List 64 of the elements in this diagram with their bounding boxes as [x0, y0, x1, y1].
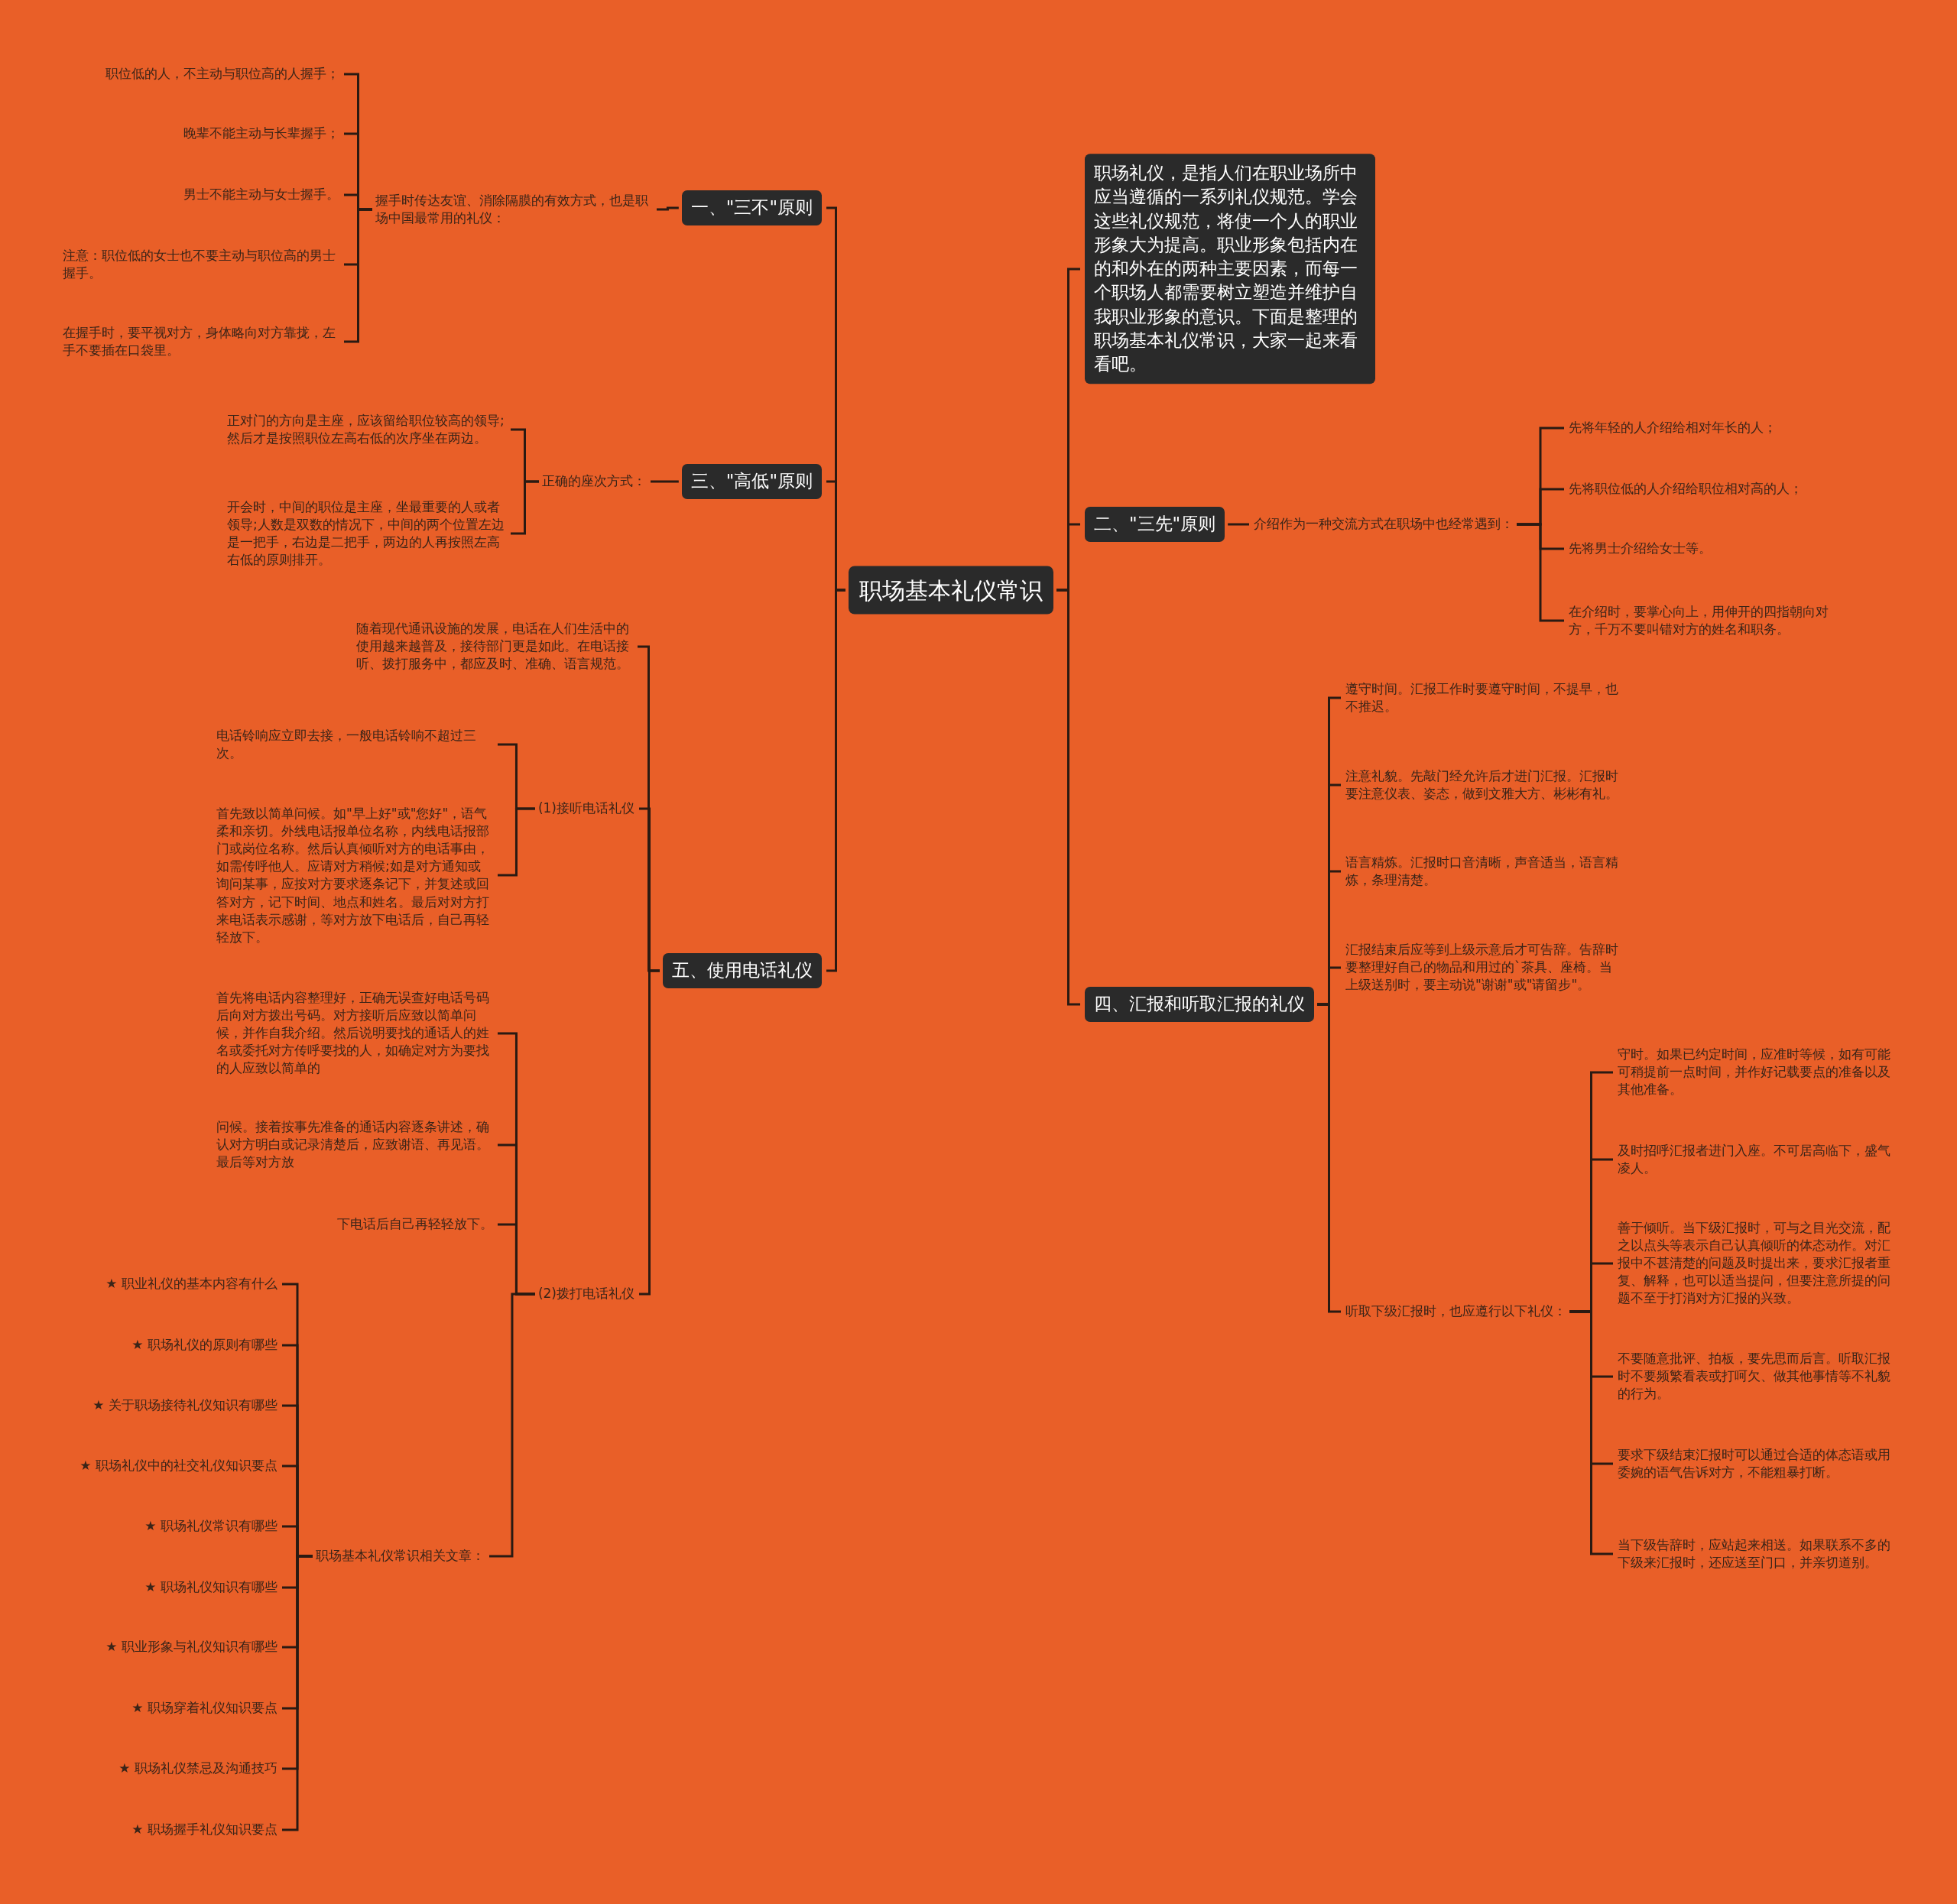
branch-text: 在握手时，要平视对方，身体略向对方靠拢，左手不要插在口袋里。	[63, 323, 339, 360]
connector-line	[511, 480, 539, 535]
topic-box: 五、使用电话礼仪	[663, 953, 822, 988]
branch-text: ★ 职业礼仪的基本内容有什么	[105, 1275, 277, 1293]
branch-text: 首先将电话内容整理好，正确无误查好电话号码后向对方拨出号码。对方接听后应致以简单问候，并作自我介绍。然后说明要找的通话人的姓名或委托对方传呼要找的人，如确定对方为要找的人应致以简单的	[216, 989, 493, 1078]
branch-text: 注意：职位低的女士也不要主动与职位高的男士握手。	[63, 246, 339, 283]
branch-text: 问候。接着按事先准备的通话内容逐条讲述，确认对方明白或记录清楚后，应致谢语、再见语。最后等对方放	[216, 1118, 493, 1172]
central-topic-box: 职场基本礼仪常识	[849, 566, 1053, 615]
connector-line	[826, 589, 845, 972]
branch-text: 在介绍时，要掌心向上，用伸开的四指朝向对方，千万不要叫错对方的姓名和职务。	[1569, 602, 1852, 639]
connector-line	[1228, 523, 1249, 526]
branch-text: ★ 职场握手礼仪知识要点	[131, 1821, 277, 1839]
branch-text: 汇报结束后应等到上级示意后才可告辞。告辞时要整理好自己的物品和用过的`茶具、座椅。当上级送别时，要主动说"谢谢"或"请留步"。	[1345, 941, 1624, 994]
branch-text: ★ 职场礼仪知识有哪些	[144, 1578, 277, 1597]
branch-text: 随着现代通讯设施的发展，电话在人们生活中的使用越来越普及，接待部门更是如此。在电话接听、拨打服务中，都应及时、准确、语言规范。	[356, 620, 633, 673]
branch-text: ★ 职场礼仪常识有哪些	[144, 1517, 277, 1536]
branch-text: 握手时传达友谊、消除隔膜的有效方式，也是职场中国最常用的礼仪：	[375, 191, 652, 228]
connector-line	[1056, 589, 1080, 1006]
branch-text: 晚辈不能主动与长辈握手；	[183, 125, 339, 143]
intro-text-box: 职场礼仪，是指人们在职业场所中应当遵循的一系列礼仪规范。学会这些礼仪规范，将使一个人的职业形象大为提高。职业形象包括内在的和外在的两种主要因素，而每一个职场人都需要树立塑造并维护自我职业形象的意识。下面是整理的职场基本礼仪常识，大家一起来看看吧。	[1085, 154, 1375, 384]
connector-line	[1317, 1003, 1341, 1313]
branch-text: ★ 职场穿着礼仪知识要点	[131, 1699, 277, 1717]
branch-text: (1)接听电话礼仪	[537, 800, 634, 818]
branch-text: 要求下级结束汇报时可以通过合适的体态语或用委婉的语气告诉对方，不能粗暴打断。	[1618, 1445, 1897, 1482]
branch-text: 当下级告辞时，应站起来相送。如果联系不多的下级来汇报时，还应送至门口，并亲切道别。	[1618, 1536, 1897, 1572]
branch-text: 善于倾听。当下级汇报时，可与之目光交流，配之以点头等表示自己认真倾听的体态动作。对汇报中不甚清楚的问题及时提出来，要求汇报者重复、解释，也可以适当提问，但要注意所提的问题不至于打消对方汇报的兴致。	[1618, 1219, 1897, 1308]
topic-box: 一、"三不"原则	[681, 190, 822, 225]
branch-text: 遵守时间。汇报工作时要遵守时间，不提早，也不推迟。	[1345, 680, 1624, 716]
branch-text: ★ 职业形象与礼仪知识有哪些	[105, 1638, 277, 1656]
branch-text: 下电话后自己再轻轻放下。	[337, 1215, 493, 1234]
branch-text: 男士不能主动与女士握手。	[183, 186, 339, 204]
branch-text: 先将男士介绍给女士等。	[1569, 540, 1712, 558]
branch-text: 语言精炼。汇报时口音清晰，声音适当，语言精炼，条理清楚。	[1345, 853, 1624, 890]
branch-text: ★ 关于职场接待礼仪知识有哪些	[92, 1396, 277, 1415]
branch-text: 开会时，中间的职位是主座，坐最重要的人或者领导;人数是双数的情况下，中间的两个位置左边是一把手，右边是二把手，两边的人再按照左高右低的原则排开。	[227, 498, 506, 569]
connector-line	[651, 480, 679, 483]
branch-text: 不要随意批评、拍板，要先思而后言。听取汇报时不要频繁看表或打呵欠、做其他事情等不礼貌的行为。	[1618, 1350, 1897, 1403]
branch-text: 职场基本礼仪常识相关文章：	[316, 1547, 485, 1565]
topic-box: 四、汇报和听取汇报的礼仪	[1085, 987, 1314, 1022]
branch-text: ★ 职场礼仪禁忌及沟通技巧	[118, 1760, 277, 1778]
topic-box: 二、"三先"原则	[1085, 507, 1225, 542]
connector-line	[489, 1293, 535, 1558]
branch-text: 听取下级汇报时，也应遵行以下礼仪：	[1345, 1302, 1566, 1321]
branch-text: 及时招呼汇报者进门入座。不可居高临下，盛气凌人。	[1618, 1141, 1897, 1178]
connector-line	[657, 206, 679, 211]
branch-text: 首先致以简单问候。如"早上好"或"您好"，语气柔和亲切。外线电话报单位名称，内线电话报部门或岗位名称。然后认真倾听对方的电话事由，如需传呼他人。应请对方稍候;如是对方通知或询问某事，应按对方要求逐条记下，并复述或回答对方，记下时间、地点和姓名。最后对对方打来电话表示感谢，等对方放下电话后，自己再轻轻放下。	[216, 804, 493, 946]
branch-text: ★ 职场礼仪中的社交礼仪知识要点	[80, 1457, 277, 1475]
branch-text: 先将职位低的人介绍给职位相对高的人；	[1569, 480, 1803, 498]
topic-box: 三、"高低"原则	[681, 464, 822, 499]
connector-line	[1517, 523, 1564, 622]
connector-line	[1569, 1310, 1613, 1555]
branch-text: 先将年轻的人介绍给相对年长的人；	[1569, 419, 1777, 437]
branch-text: 正对门的方向是主座，应该留给职位较高的领导;然后才是按照职位左高右低的次序坐在两边。	[227, 411, 506, 448]
branch-text: 守时。如果已约定时间，应准时等候，如有可能可稍提前一点时间，并作好记载要点的准备以及其他准备。	[1618, 1046, 1897, 1099]
branch-text: ★ 职场礼仪的原则有哪些	[131, 1336, 277, 1354]
branch-text: 注意礼貌。先敲门经允许后才进门汇报。汇报时要注意仪表、姿态，做到文雅大方、彬彬有礼。	[1345, 767, 1624, 803]
connector-line	[344, 208, 372, 343]
connector-line	[639, 969, 660, 1296]
branch-text: 电话铃响应立即去接，一般电话铃响不超过三次。	[216, 726, 493, 763]
branch-text: 职位低的人，不主动与职位高的人握手；	[105, 65, 339, 83]
branch-text: 介绍作为一种交流方式在职场中也经常遇到：	[1254, 515, 1514, 534]
branch-text: 正确的座次方式：	[542, 472, 646, 491]
connector-line	[498, 807, 535, 877]
branch-text: (2)拨打电话礼仪	[537, 1285, 634, 1303]
